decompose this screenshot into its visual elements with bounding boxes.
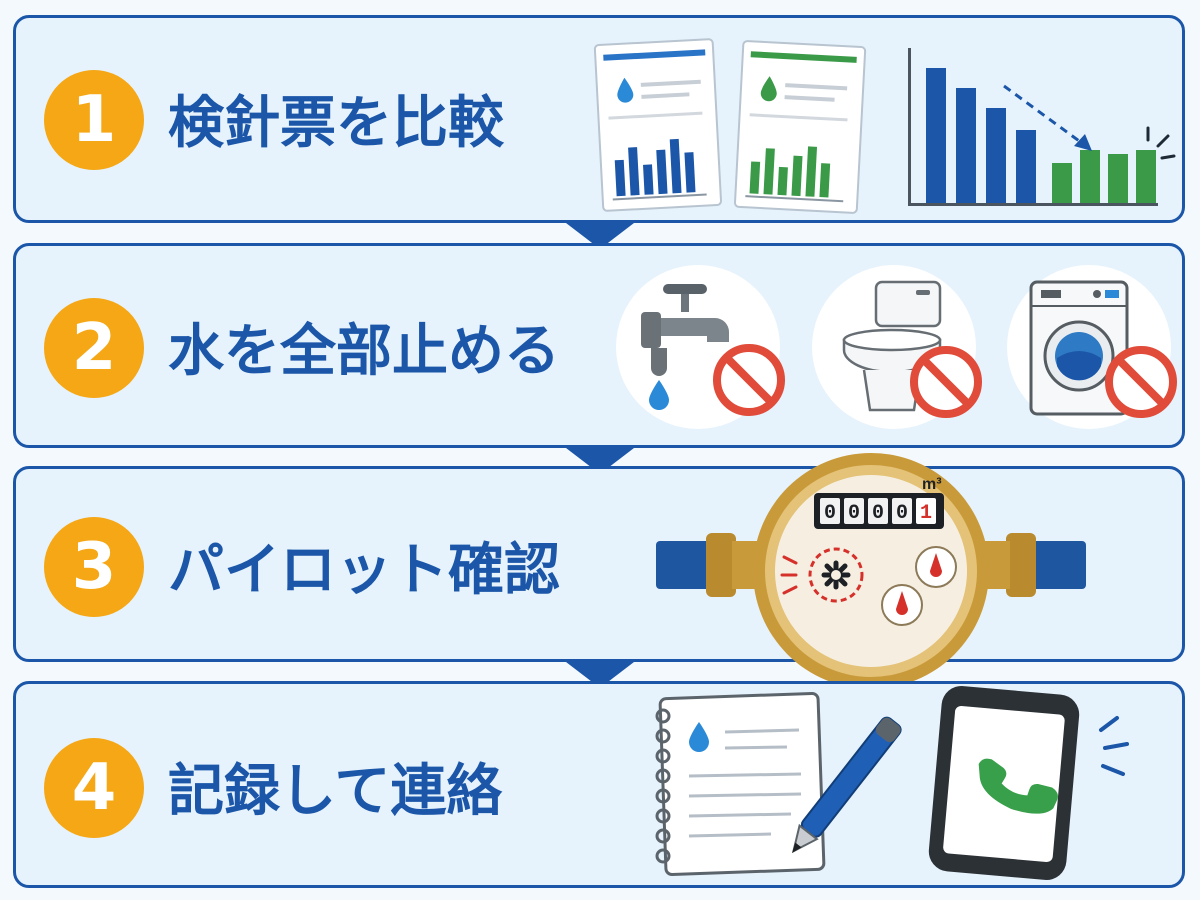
meter-digit: 0 (896, 502, 908, 525)
usage-decrease-bar-chart-icon (908, 48, 1176, 206)
step-4-panel: 4 記録して連絡 (13, 681, 1185, 888)
washing-machine-prohibited-icon (1007, 265, 1177, 429)
meter-digit: 0 (848, 502, 860, 525)
meter-reading-slip-green-icon (733, 40, 867, 214)
faucet-prohibited-icon (616, 265, 785, 429)
step-number-badge: 1 (44, 70, 144, 170)
step-number-badge: 4 (44, 738, 144, 838)
toilet-prohibited-icon (812, 265, 982, 429)
step-number-badge: 2 (44, 298, 144, 398)
meter-digit-cell (844, 498, 864, 524)
step-title: 記録して連絡 (168, 759, 503, 824)
step-title: 水を全部止める (168, 319, 560, 384)
step-number-badge: 3 (44, 517, 144, 617)
meter-unit: m³ (922, 476, 942, 493)
step-1-panel: 1 検針票を比較 (13, 15, 1185, 223)
meter-digit: 0 (824, 502, 836, 525)
meter-digit-cell (820, 498, 840, 524)
meter-digit-cell (892, 498, 912, 524)
step-title: パイロット確認 (168, 538, 560, 603)
step-title: 検針票を比較 (168, 91, 504, 156)
meter-digit-cell (916, 498, 936, 524)
meter-digit: 1 (920, 502, 932, 525)
step-number: 4 (71, 751, 117, 825)
meter-digit-cell (868, 498, 888, 524)
meter-digit: 0 (872, 502, 884, 525)
step-number: 1 (71, 83, 117, 157)
smartphone-call-icon (928, 686, 1129, 880)
notebook-pen-icon (655, 691, 902, 876)
meter-reading-slip-blue-icon (593, 38, 723, 212)
step-number: 3 (71, 530, 117, 604)
step-number: 2 (71, 311, 117, 385)
step-2-panel: 2 水を全部止める (13, 243, 1185, 448)
